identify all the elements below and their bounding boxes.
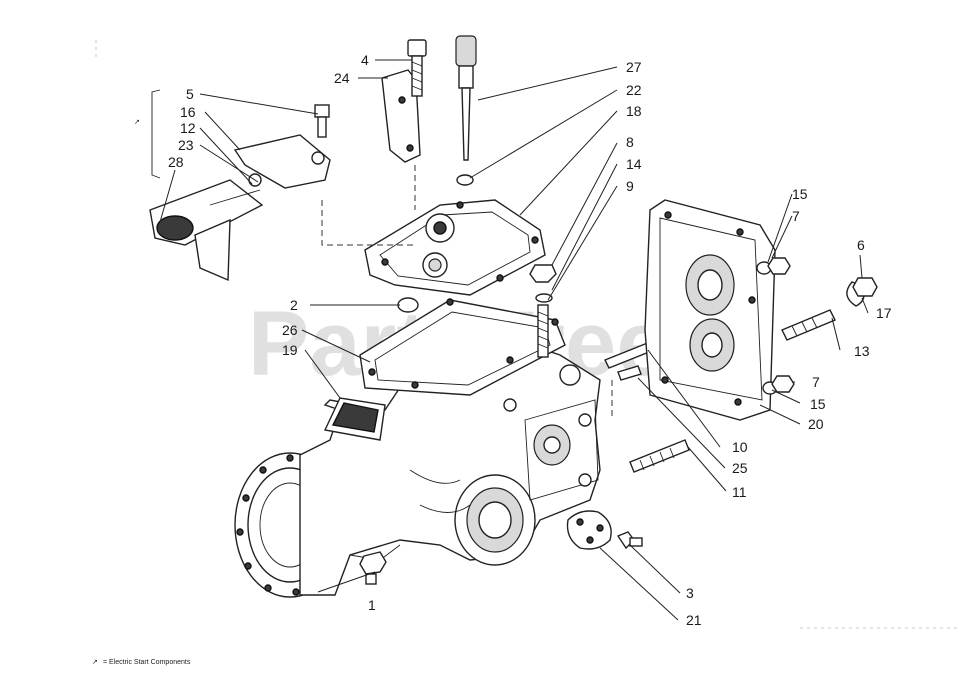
- callout-11: 11: [732, 484, 747, 500]
- callout-9: 9: [626, 178, 634, 194]
- callout-21: 21: [686, 612, 702, 628]
- top-gasket: [359, 298, 566, 396]
- stud-11: [629, 439, 690, 473]
- callout-28: 28: [168, 154, 184, 170]
- leader-lines: [159, 59, 869, 621]
- stud-13: [781, 309, 836, 341]
- callout-15-top: 15: [792, 186, 808, 202]
- legend-text: = Electric Start Components: [103, 659, 191, 666]
- bolt-1: [359, 551, 387, 585]
- callout-2: 2: [290, 297, 298, 313]
- callout-10: 10: [732, 439, 748, 455]
- dipstick: [455, 35, 477, 186]
- nut-washer-bottom: [762, 375, 795, 395]
- callout-4: 4: [361, 52, 369, 68]
- callout-22: 22: [626, 82, 642, 98]
- electric-start-legend: ↗ = Electric Start Components: [92, 659, 191, 666]
- callout-25: 25: [732, 460, 748, 476]
- assembly-line-lever: [321, 200, 415, 246]
- callout-15-bottom: 15: [810, 396, 826, 412]
- callout-27: 27: [626, 59, 642, 75]
- callout-14: 14: [626, 156, 642, 172]
- cable-bracket: [381, 69, 421, 163]
- callout-6: 6: [857, 237, 865, 253]
- top-cover: [364, 199, 546, 296]
- electric-start-arrow-icon: ↗: [134, 119, 140, 126]
- side-housing: [644, 199, 776, 421]
- callout-24: 24: [334, 70, 350, 86]
- nut-6-washer-17: [846, 277, 878, 307]
- control-lever-assembly: [149, 104, 331, 282]
- callout-20: 20: [808, 416, 824, 432]
- electric-start-bracket-mark: ↗: [134, 89, 161, 179]
- callout-16: 16: [180, 104, 196, 120]
- callout-23: 23: [178, 137, 194, 153]
- callout-8: 8: [626, 134, 634, 150]
- bolt-3: [616, 531, 643, 550]
- callout-3: 3: [686, 585, 694, 601]
- callout-1: 1: [368, 597, 376, 613]
- callout-26: 26: [282, 322, 298, 338]
- callout-17: 17: [876, 305, 892, 321]
- callout-18: 18: [626, 103, 642, 119]
- callout-5: 5: [186, 86, 194, 102]
- cover-plate-21: [566, 510, 612, 550]
- legend-arrow-icon: ↗: [92, 659, 98, 666]
- o-ring-2: [397, 297, 419, 313]
- callout-19: 19: [282, 342, 298, 358]
- nut-washer-top: [756, 257, 791, 275]
- callout-7-top: 7: [792, 208, 800, 224]
- callout-12: 12: [180, 120, 196, 136]
- callout-7-bottom: 7: [812, 374, 820, 390]
- bolt-4: [407, 39, 427, 97]
- transmission-housing: [234, 344, 601, 598]
- pin-25: [617, 365, 642, 381]
- callout-13: 13: [854, 343, 870, 359]
